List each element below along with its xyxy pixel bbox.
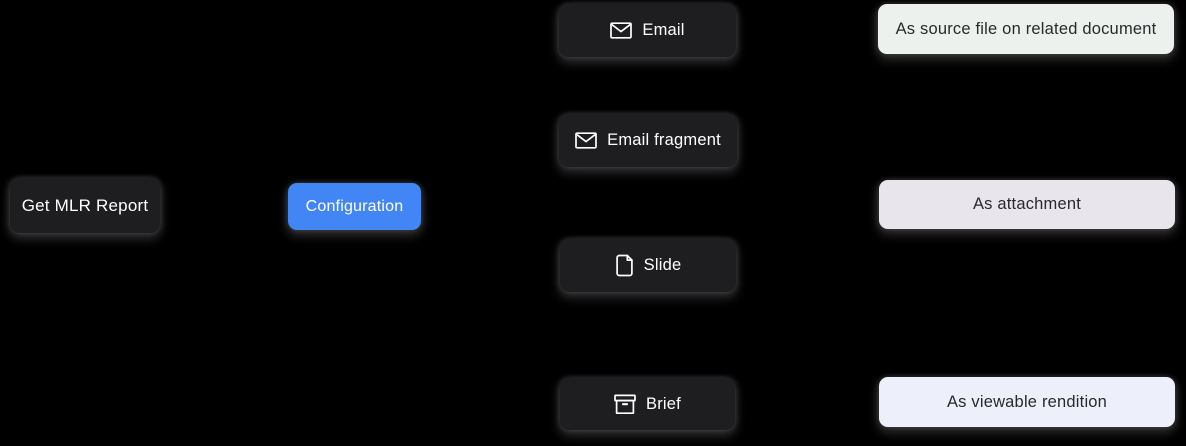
node-label: As attachment <box>972 195 1082 213</box>
node-label: Slide <box>643 256 682 274</box>
node-label: Email fragment <box>607 131 721 149</box>
node-brief[interactable]: Brief <box>560 378 735 430</box>
node-configuration[interactable]: Configuration <box>288 183 421 230</box>
node-as-source-file-on-related-document[interactable]: As source file on related document <box>878 4 1174 54</box>
node-as-viewable-rendition[interactable]: As viewable rendition <box>879 377 1175 427</box>
node-slide[interactable]: Slide <box>560 239 736 292</box>
email-icon <box>575 132 597 149</box>
node-label: Brief <box>646 394 681 413</box>
file-icon <box>615 254 634 277</box>
node-email-fragment[interactable]: Email fragment <box>559 114 737 167</box>
email-icon <box>610 22 633 39</box>
node-label: As source file on related document <box>895 19 1157 38</box>
node-label: Get MLR Report <box>21 195 149 215</box>
node-label: Configuration <box>305 197 404 215</box>
node-get-mlr-report[interactable]: Get MLR Report <box>10 178 160 233</box>
node-as-attachment[interactable]: As attachment <box>879 180 1175 229</box>
archive-box-icon <box>614 394 636 415</box>
node-email[interactable]: Email <box>559 4 736 57</box>
node-label: Email <box>642 21 685 39</box>
node-label: As viewable rendition <box>946 392 1108 411</box>
